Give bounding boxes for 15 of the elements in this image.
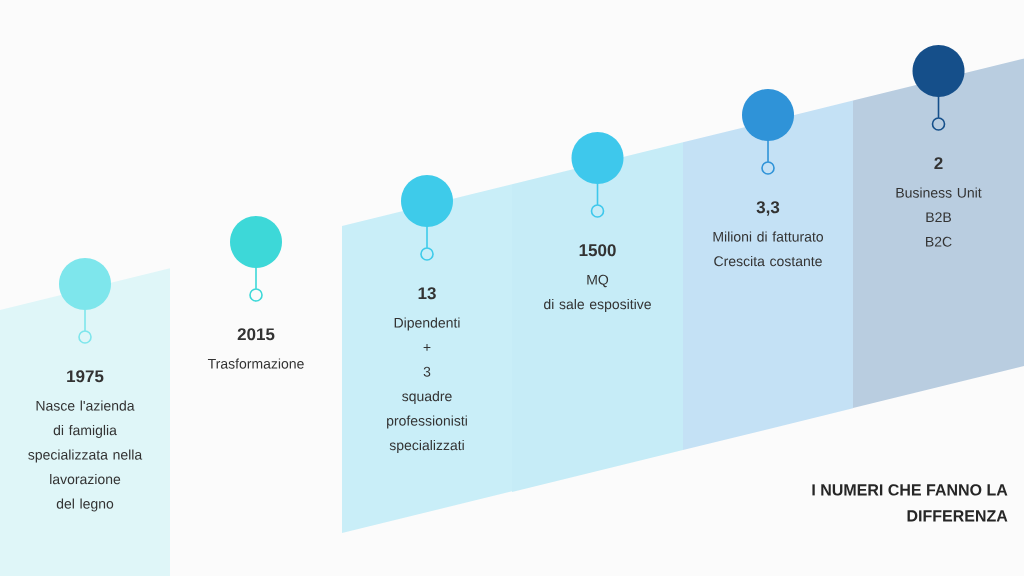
node-label: 13: [418, 287, 436, 300]
node-label: MQ: [587, 274, 609, 288]
milestone-text: 2015 Trasformazione: [207, 328, 304, 369]
timeline-panel: 1975 Nasce l'azienda di famiglia specializzata nella lavorazione del legno: [0, 268, 170, 576]
node-label: 1500: [579, 244, 616, 257]
node-label: +: [423, 344, 431, 351]
node-label: di sale espositive: [544, 298, 651, 312]
title: I NUMERI CHE FANNO LA DIFFERENZA: [812, 484, 1008, 522]
timeline-panel: 13 Dipendenti + 3 squadre professionisti specializzati: [342, 184, 512, 533]
timeline-panel: 3,3 Milioni di fatturato Crescita costante: [683, 100, 853, 450]
node-label: 3: [423, 366, 431, 377]
node-label: Dipendenti: [394, 317, 460, 331]
timeline-panel: 1500 MQ di sale espositive: [512, 142, 683, 492]
timeline-panel: 2 Business Unit B2B B2C: [853, 58, 1024, 408]
node-label: squadre professionisti specializzati: [387, 390, 467, 453]
